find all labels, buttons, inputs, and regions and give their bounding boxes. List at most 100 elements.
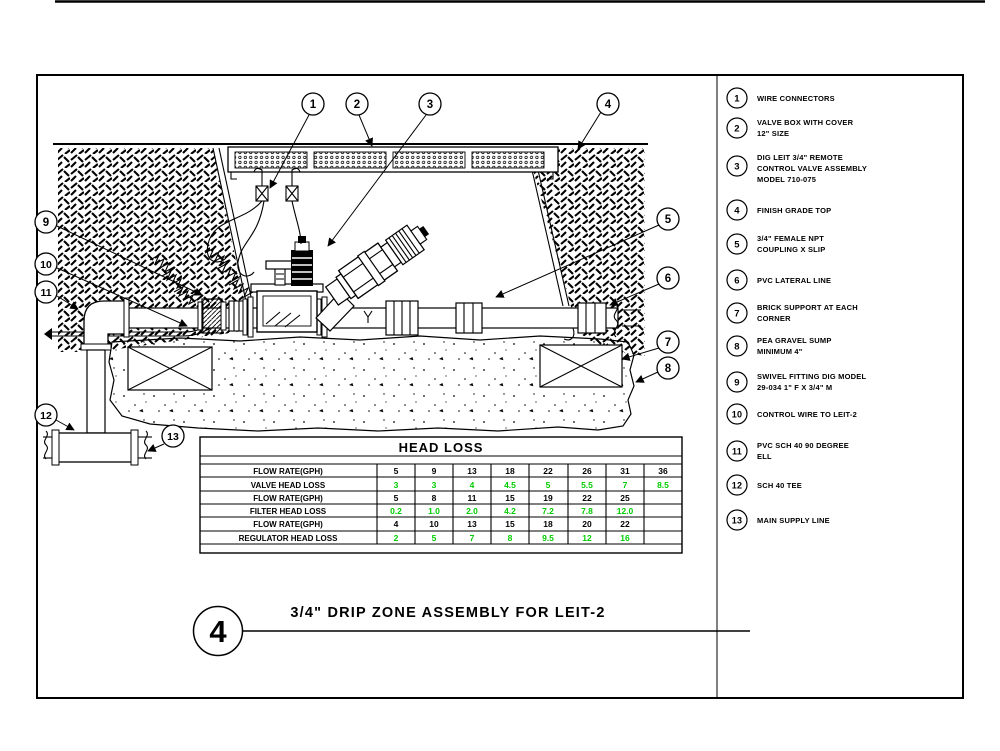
legend-item-7: 7 BRICK SUPPORT AT EACH CORNER	[726, 302, 858, 324]
table-cell: 5	[546, 480, 551, 490]
pipe-break-right	[613, 302, 641, 338]
callout-number: 5	[665, 214, 672, 226]
callout-8: 8	[635, 356, 680, 383]
table-cell: 7.2	[542, 506, 554, 516]
legend-text: FINISH GRADE TOP	[757, 206, 831, 215]
callout-number: 6	[665, 273, 671, 285]
legend-item-11: 11 PVC SCH 40 90 DEGREE ELL	[726, 440, 849, 462]
table-cell: 2.0	[466, 506, 478, 516]
riser-pipe	[86, 349, 106, 434]
callout-9: 9	[34, 210, 203, 296]
table-label: FLOW RATE(GPH)	[253, 520, 323, 529]
legend-number: 13	[732, 516, 742, 526]
head-loss-table: HEAD LOSS FLOW RATE(GPH) 5 9 13 18 22 26…	[199, 436, 683, 554]
callout-12: 12	[34, 403, 75, 431]
table-cell: 22	[543, 466, 553, 476]
callout-number: 7	[665, 337, 671, 349]
table-cell: 18	[543, 519, 553, 529]
flow-mark	[363, 310, 373, 323]
legend-item-9: 9 SWIVEL FITTING DIG MODEL 29-034 1" F X…	[726, 371, 866, 393]
wire-connector-left	[253, 167, 269, 202]
legend-text: PVC LATERAL LINE	[757, 276, 831, 285]
callout-3: 3	[327, 92, 442, 247]
legend-item-12: 12 SCH 40 TEE	[726, 474, 802, 496]
legend-text: COUPLING X SLIP	[757, 245, 825, 254]
table-cell: 7.8	[581, 506, 593, 516]
callout-number: 9	[43, 217, 49, 229]
coupling-a	[385, 300, 419, 336]
legend-text: PVC SCH 40 90 DEGREE	[757, 441, 849, 450]
legend-item-10: 10 CONTROL WIRE TO LEIT-2	[726, 403, 857, 425]
elbow-collar	[123, 297, 130, 338]
wire-coils	[149, 246, 254, 306]
callout-number: 10	[40, 259, 52, 271]
table-cell: 22	[582, 493, 592, 503]
table-cell: 15	[505, 519, 515, 529]
callout-number: 12	[40, 410, 52, 422]
table-cell: 16	[620, 533, 630, 543]
legend-number: 11	[732, 447, 742, 457]
table-cell: 1.0	[428, 506, 440, 516]
callout-number: 2	[354, 99, 360, 111]
callout-5: 5	[495, 207, 680, 298]
table-cell: 36	[658, 466, 668, 476]
table-label: FLOW RATE(GPH)	[253, 494, 323, 503]
table-cell: 31	[620, 466, 630, 476]
table-label: VALVE HEAD LOSS	[251, 481, 326, 490]
table-cell: 9.5	[542, 533, 554, 543]
table-cell: 13	[467, 519, 477, 529]
legend-item-1: 1 WIRE CONNECTORS	[726, 87, 835, 109]
table-cell: 12.0	[617, 506, 634, 516]
legend-number: 7	[734, 309, 739, 320]
table-cell: 5.5	[581, 480, 593, 490]
table-cell: 19	[543, 493, 553, 503]
coupling-c	[577, 302, 607, 334]
legend-number: 4	[734, 206, 740, 217]
legend-number: 12	[732, 481, 742, 491]
legend-text: BRICK SUPPORT AT EACH	[757, 303, 858, 312]
swivel-fitting	[197, 298, 245, 334]
table-cell: 25	[620, 493, 630, 503]
detail-number: 4	[209, 614, 227, 649]
pvc-elbow	[83, 300, 129, 348]
callout-1: 1	[269, 92, 325, 189]
callout-number: 11	[40, 287, 51, 299]
legend-item-13: 13 MAIN SUPPLY LINE	[726, 509, 830, 531]
legend-item-8: 8 PEA GRAVEL SUMP MINIMUM 4"	[726, 335, 831, 357]
table-cell: 5	[394, 493, 399, 503]
callout-2: 2	[345, 92, 373, 147]
table-cell: 3	[394, 480, 399, 490]
table-label: REGULATOR HEAD LOSS	[239, 534, 338, 543]
table-cell: 12	[582, 533, 592, 543]
table-cell: 8	[432, 493, 437, 503]
table-title: HEAD LOSS	[399, 440, 484, 455]
table-cell: 3	[432, 480, 437, 490]
legend-number: 2	[734, 124, 739, 135]
sheet-border	[36, 74, 964, 699]
legend-item-6: 6 PVC LATERAL LINE	[726, 269, 831, 291]
table-label: FILTER HEAD LOSS	[250, 507, 327, 516]
callout-number: 3	[427, 99, 433, 111]
legend-text: VALVE BOX WITH COVER	[757, 118, 854, 127]
legend-number: 1	[734, 94, 740, 105]
table-cell: 4.5	[504, 480, 516, 490]
callout-7: 7	[621, 330, 680, 361]
drawing-title: 3/4" DRIP ZONE ASSEMBLY FOR LEIT-2	[290, 605, 605, 621]
legend-text: MODEL 710-075	[757, 175, 816, 184]
legend-number: 9	[734, 378, 739, 389]
callout-number: 13	[167, 431, 179, 443]
brick-support-right	[539, 344, 623, 388]
legend-text: WIRE CONNECTORS	[757, 94, 835, 103]
legend-number: 5	[734, 240, 740, 251]
legend-item-4: 4 FINISH GRADE TOP	[726, 199, 831, 221]
legend-text: DIG LEIT 3/4" REMOTE	[757, 153, 843, 162]
legend-text: 29-034 1" F X 3/4" M	[757, 383, 832, 392]
legend-item-5: 5 3/4" FEMALE NPT COUPLING X SLIP	[726, 233, 825, 255]
coupling-b	[455, 302, 483, 334]
legend-text: CONTROL VALVE ASSEMBLY	[757, 164, 867, 173]
legend-text: ELL	[757, 452, 772, 461]
table-cell: 13	[467, 466, 477, 476]
bleed-handle	[265, 260, 295, 286]
table-cell: 4	[470, 480, 475, 490]
legend-text: CORNER	[757, 314, 791, 323]
